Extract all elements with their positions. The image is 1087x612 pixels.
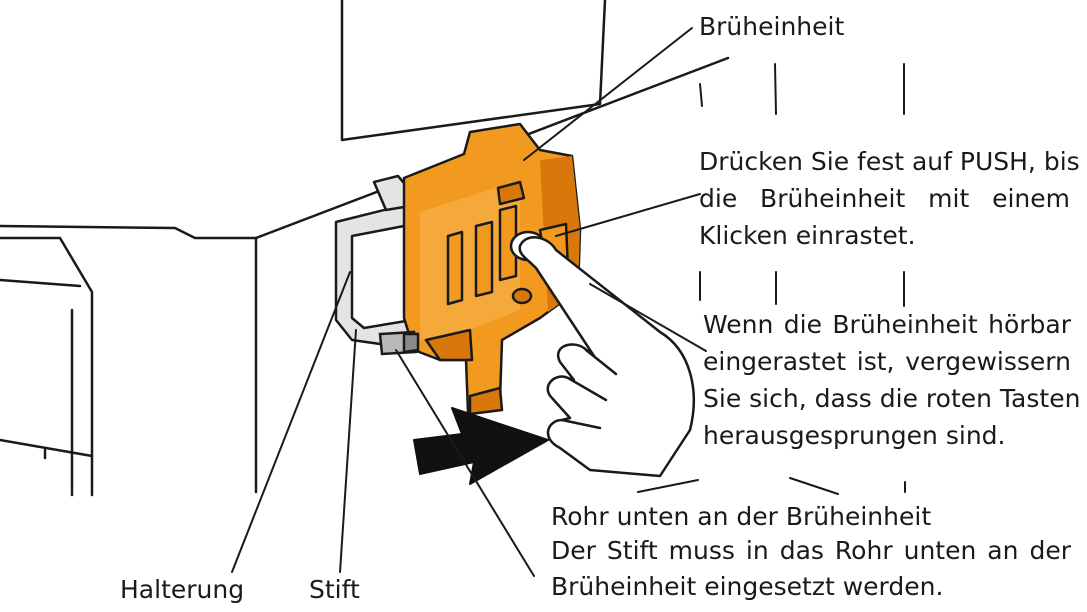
instruction-check-line-3: Sie sich, dass die roten Tasten bbox=[703, 384, 1081, 413]
label-stift: Stift bbox=[309, 575, 360, 604]
instruction-check-line-4: herausgesprungen sind. bbox=[703, 421, 1006, 450]
instruction-check: Wenn die Brüheinheit hörbar eingerastet … bbox=[703, 306, 1081, 454]
insert-arrow-icon bbox=[413, 407, 549, 485]
instruction-check-line-2: eingerastet ist, vergewissern bbox=[703, 347, 1071, 376]
instruction-push-line-1: Drücken Sie fest auf PUSH, bis bbox=[699, 147, 1080, 176]
instruction-push-line-2: die Brüheinheit mit einem bbox=[699, 184, 1070, 213]
label-halterung: Halterung bbox=[120, 575, 245, 604]
instruction-stift-line-2: Brüheinheit eingesetzt werden. bbox=[551, 572, 944, 601]
leader-lines bbox=[231, 27, 906, 577]
finger-hand-icon bbox=[518, 236, 695, 478]
instruction-check-line-1: Wenn die Brüheinheit hörbar bbox=[703, 310, 1071, 339]
label-bruheinheit: Brüheinheit bbox=[699, 12, 845, 41]
instruction-push: Drücken Sie fest auf PUSH, bis die Brühe… bbox=[699, 143, 1080, 254]
pin-stift bbox=[378, 330, 420, 356]
label-rohr: Rohr unten an der Brüheinheit bbox=[551, 502, 932, 531]
instruction-stift: Der Stift muss in das Rohr unten an der … bbox=[551, 533, 1071, 605]
instruction-stift-line-1: Der Stift muss in das Rohr unten an der bbox=[551, 536, 1071, 565]
instruction-push-line-3: Klicken einrastet. bbox=[699, 221, 916, 250]
